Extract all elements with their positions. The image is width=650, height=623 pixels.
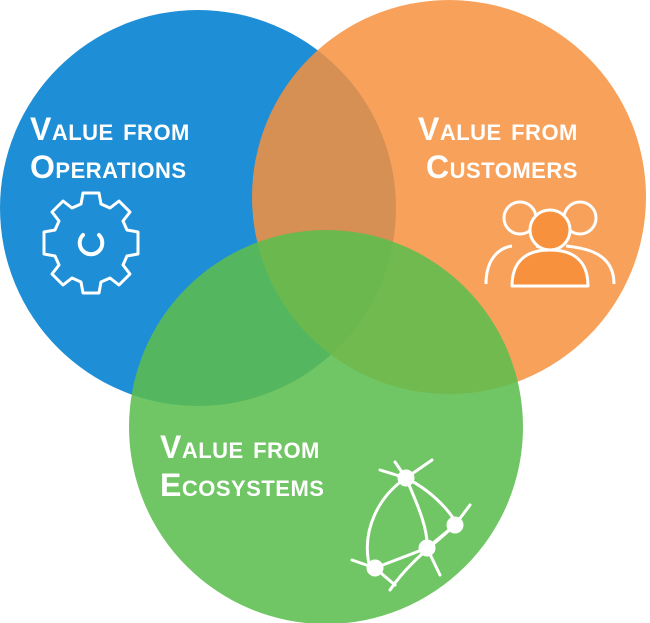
gear-icon [42, 191, 140, 295]
label-operations-line1: Value from [30, 111, 190, 147]
label-operations-line2: Operations [30, 149, 187, 185]
label-customers-line2: Customers [426, 149, 578, 185]
label-ecosystems-line1: Value from [160, 429, 320, 465]
label-customers: Value from Customers [418, 110, 578, 186]
label-ecosystems: Value from Ecosystems [160, 428, 324, 504]
label-customers-line1: Value from [418, 111, 578, 147]
users-group-icon [484, 200, 616, 288]
network-globe-icon [350, 458, 472, 592]
label-ecosystems-line2: Ecosystems [160, 467, 325, 503]
label-operations: Value from Operations [30, 110, 190, 186]
circle-ecosystems [129, 230, 523, 623]
